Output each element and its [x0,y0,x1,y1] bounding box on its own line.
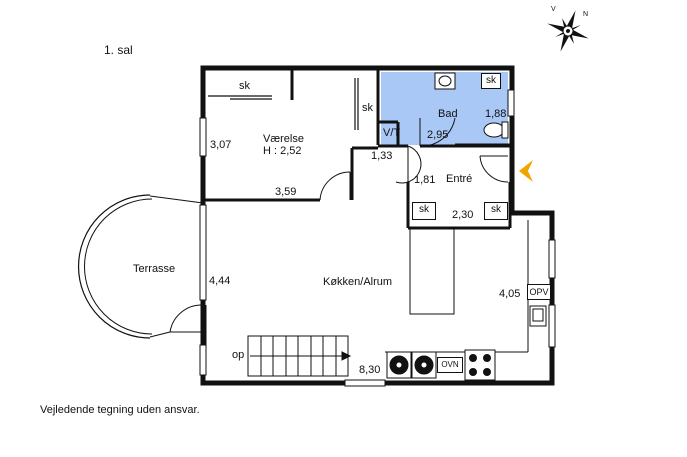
kitchen-counters [385,220,547,353]
dim-koekken-right: 4,05 [499,288,521,300]
stove [464,349,496,381]
oven-label: OVN [437,357,463,373]
dim-vaerelse-depth: 3,07 [210,139,232,151]
dim-bad-width: 2,95 [427,129,449,141]
compass-west-letter: V [551,6,556,13]
dim-hall-gap: 1,33 [371,150,393,162]
washer-dryer-label: V/T [383,127,401,139]
dim-koekken-left: 4,44 [209,275,231,287]
room-height-vaerelse: H : 2,52 [263,145,302,157]
room-name-bad: Bad [438,108,458,120]
floor-label: 1. sal [104,43,133,57]
bath-fixtures [434,72,509,139]
room-name-vaerelse: Værelse [263,133,304,145]
room-name-terrasse: Terrasse [133,263,176,275]
closet-label-entre-right: sk [484,202,508,220]
compass-rose [547,10,589,52]
closet-label-bedroom-top: sk [239,80,250,92]
disclaimer: Vejledende tegning uden ansvar. [40,404,200,416]
sliding-doors [208,78,359,130]
outer-walls [200,65,555,386]
room-name-entre: Entré [446,173,473,185]
oven-tower-label: OPV [527,284,551,300]
entrance-arrow [519,160,533,182]
stairs-label: op [232,349,245,361]
dim-bad-depth: 1,88 [485,108,507,120]
door-swings [169,117,509,333]
dim-koekken-width: 8,30 [359,364,381,376]
closet-label-bedroom-side: sk [362,102,373,114]
dim-entre-width: 2,30 [452,209,474,221]
stairs [247,335,352,377]
terrace-outline [77,194,151,339]
fan-units [386,351,437,379]
closet-label-entre-left: sk [412,202,436,220]
room-name-koekken: Køkken/Alrum [323,276,393,288]
dim-entre-depth: 1,81 [414,174,436,186]
interior-walls [203,70,512,345]
dim-vaerelse-width: 3,59 [275,186,297,198]
windows [199,89,556,387]
closet-label-bath: sk [481,73,501,89]
terrace-outline-inner [84,198,153,335]
compass-north-letter: N [583,11,589,18]
